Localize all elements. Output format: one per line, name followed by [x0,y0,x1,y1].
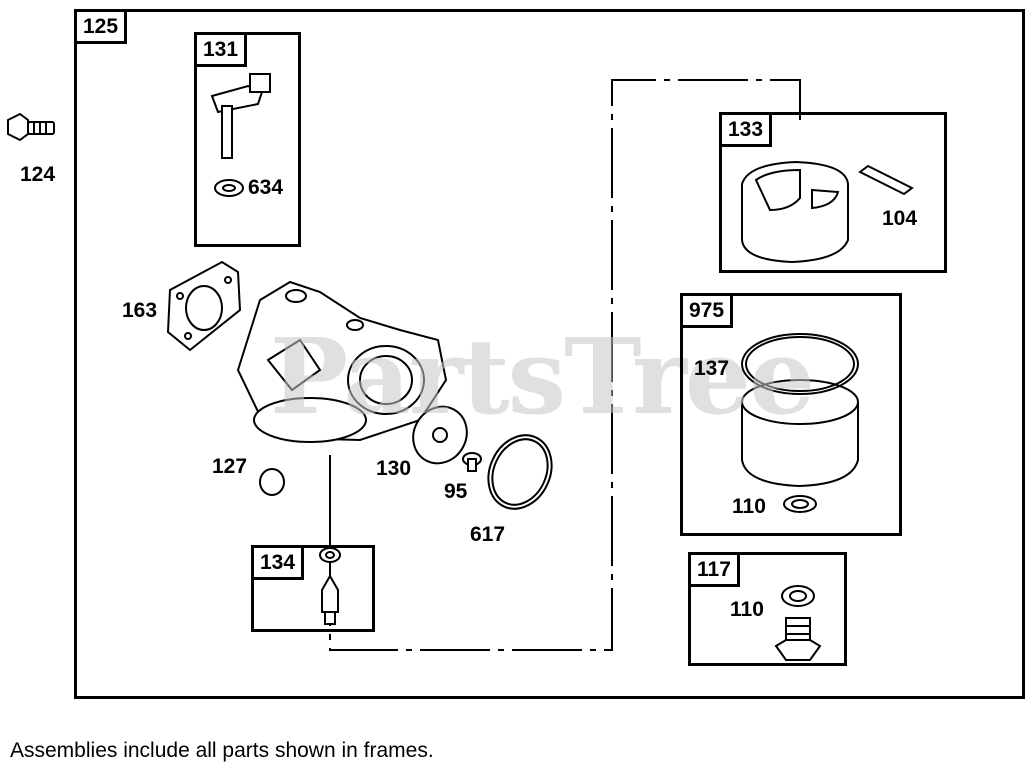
frame-125: 125 [74,9,1025,699]
callout-137: 137 [694,357,730,380]
frame-134: 134 [251,545,375,632]
frame-125-label: 125 [74,9,128,44]
oring-617-icon [487,434,553,510]
callout-127: 127 [212,455,248,478]
frame-131-label: 131 [194,32,248,67]
float-133-icon [741,160,914,264]
callout-110-bowl: 110 [732,495,766,518]
watermark: PartsTree [270,315,815,438]
callout-104: 104 [882,207,918,230]
frame-117: 117 [688,552,847,666]
frame-975: 975 [680,293,902,536]
frame-975-label: 975 [680,293,734,328]
callout-95: 95 [444,480,468,503]
plate-130-icon [412,405,468,465]
callout-163: 163 [122,299,158,322]
callout-617: 617 [470,523,506,546]
carburetor-body-icon [236,280,448,443]
footer-note: Assemblies include all parts shown in fr… [10,739,434,762]
needle-seat-134-icon [319,547,341,625]
frame-117-label: 117 [688,552,740,587]
callout-124: 124 [20,163,56,186]
throttle-shaft-131-icon [210,73,271,197]
screw-95-icon [462,452,482,472]
frame-134-label: 134 [251,545,305,580]
gasket-163-icon [166,260,242,352]
frame-133-label: 133 [719,112,773,147]
callout-634: 634 [248,176,284,199]
connector-lines [329,79,801,651]
frame-133: 133 [719,112,947,273]
bolt-124-icon [7,112,55,142]
callout-130: 130 [376,457,412,480]
bowl-975-icon [741,333,859,513]
bowl-nut-117-icon [774,585,822,661]
plug-127-icon [259,468,285,496]
frame-131: 131 [194,32,301,247]
callout-110-nut: 110 [730,598,764,621]
